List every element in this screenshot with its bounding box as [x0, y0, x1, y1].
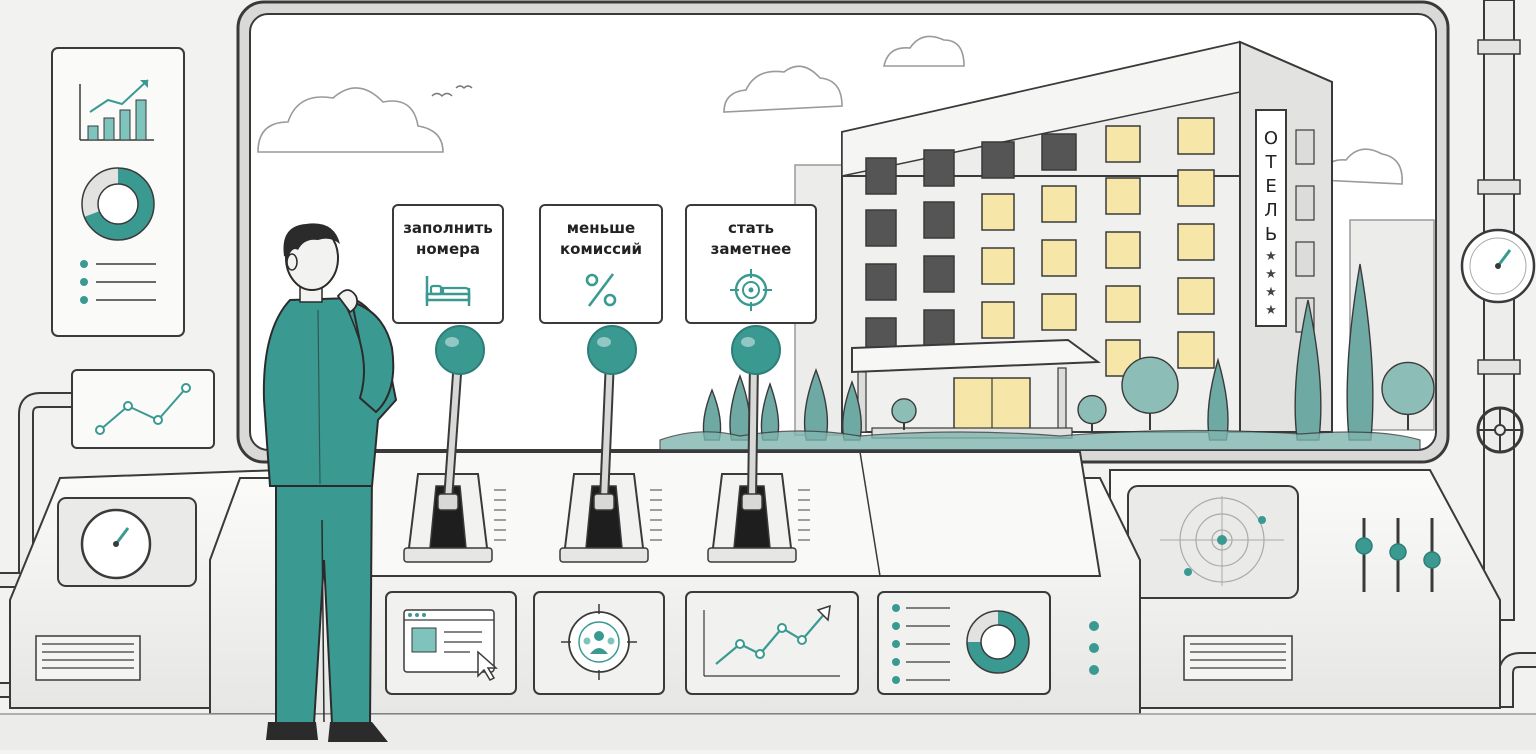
sign-star: ★ [1265, 267, 1277, 282]
sign-letter: О [1264, 128, 1278, 149]
slider-controls-icon[interactable] [1355, 518, 1441, 592]
wall-line-chart-panel [71, 369, 215, 449]
hotel-window [981, 247, 1015, 285]
sign-star: ★ [1265, 303, 1277, 318]
indicator-lights [1089, 621, 1099, 675]
hotel-window [1041, 239, 1077, 277]
wall-gauge-icon [1460, 228, 1536, 304]
hotel-side-window [1295, 241, 1315, 277]
bed-icon [394, 270, 502, 310]
clouds [257, 35, 1403, 185]
hotel-window [923, 255, 955, 293]
businessman-figure [262, 223, 398, 742]
valve-wheel-icon[interactable] [1476, 406, 1524, 454]
lever-knob-icon[interactable] [435, 325, 485, 375]
hotel-window [1105, 231, 1141, 269]
percent-icon [541, 270, 661, 310]
browser-click-icon [403, 609, 498, 681]
tree [1121, 356, 1179, 414]
hotel-window [1041, 185, 1077, 223]
hotel-window [1105, 285, 1141, 323]
hotel-window [923, 309, 955, 347]
hotel-window [1177, 223, 1215, 261]
lever-1[interactable] [403, 325, 506, 563]
hotel-window [1041, 293, 1077, 331]
list-icon [80, 260, 156, 304]
sign-letter: Т [1265, 152, 1278, 173]
hotel-sign: О Т Е Л Ь ★ ★ ★ ★ [1255, 109, 1287, 327]
sign-letter: Е [1265, 176, 1276, 197]
tree [1077, 394, 1107, 425]
hotel-window [1177, 331, 1215, 369]
target-icon [687, 269, 815, 311]
hotel-window [923, 149, 955, 187]
hotel-window [865, 157, 897, 195]
lever-knob-icon[interactable] [587, 325, 637, 375]
stats-donut-icon [892, 604, 1030, 684]
hedge [659, 429, 1421, 451]
hotel-window [1041, 133, 1077, 171]
sign-star: ★ [1265, 249, 1277, 264]
lever-group[interactable] [403, 325, 810, 563]
hotel-window [981, 193, 1015, 231]
hotel-windows [865, 117, 1315, 377]
sign-letter: Л [1264, 200, 1278, 221]
hotel-window [865, 263, 897, 301]
hotel-window [1177, 169, 1215, 207]
hotel-window [1177, 277, 1215, 315]
hotel-side-window [1295, 185, 1315, 221]
wall-dashboard-panel [51, 47, 185, 337]
console-panels [385, 591, 1099, 695]
hotel-window [865, 209, 897, 247]
hotel-side-window [1295, 129, 1315, 165]
donut-chart-icon [81, 167, 155, 241]
floor [0, 714, 1536, 750]
hotel-window [1105, 177, 1141, 215]
audience-target-icon [561, 604, 637, 680]
hotel-window [981, 141, 1015, 179]
lever-3[interactable] [707, 325, 810, 563]
tree [1381, 361, 1435, 416]
right-pipes [1360, 0, 1536, 708]
trees [702, 263, 1435, 441]
lever-2[interactable] [559, 325, 662, 563]
hotel-window [1177, 117, 1215, 155]
tree [891, 398, 917, 424]
sign-letter: Ь [1265, 224, 1277, 245]
hotel-window [981, 301, 1015, 339]
hotel-window [923, 201, 955, 239]
radar-icon [1160, 496, 1284, 586]
lever-knob-icon[interactable] [731, 325, 781, 375]
sign-star: ★ [1265, 285, 1277, 300]
hotel-window [1105, 125, 1141, 163]
bar-chart-icon [79, 79, 154, 141]
growth-chart-icon [703, 604, 840, 677]
right-console [1109, 469, 1501, 709]
